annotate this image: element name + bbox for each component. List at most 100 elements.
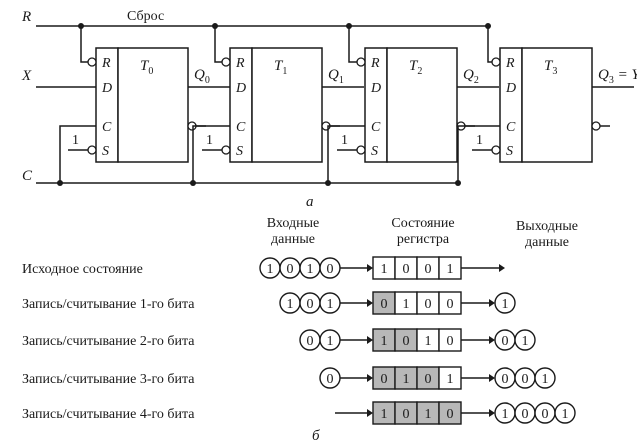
pin-label-s: S — [371, 144, 378, 159]
input-bit-value: 0 — [307, 334, 314, 349]
pin-label-r: R — [235, 56, 245, 71]
clock-tap-wire — [192, 125, 230, 183]
reset-inversion-bubble — [491, 57, 501, 67]
clock-junction-dot — [325, 180, 331, 186]
output-arrowhead — [489, 374, 495, 382]
q-output-label: Q0 — [194, 67, 210, 86]
q-output-label: Q2 — [463, 67, 479, 86]
pin-label-d: D — [101, 81, 112, 96]
register-bit-value: 0 — [403, 262, 410, 277]
pin-label-d: D — [370, 81, 381, 96]
q-output-index: 3 — [609, 75, 614, 86]
input-bit-value: 1 — [287, 297, 294, 312]
register-bit-value: 0 — [447, 334, 454, 349]
data-input-name: X — [21, 68, 32, 84]
output-bit-value: 1 — [502, 407, 509, 422]
pin-label-d: D — [235, 81, 246, 96]
header-register-line2: регистра — [397, 232, 450, 247]
reset-junction-dot — [212, 23, 218, 29]
q-output-label: Q3 = Y — [598, 67, 637, 86]
input-bit-value: 0 — [327, 262, 334, 277]
input-arrowhead — [367, 264, 373, 272]
reset-junction-dot — [78, 23, 84, 29]
row-label: Запись/считывание 3-го бита — [22, 372, 195, 387]
input-bit-value: 0 — [327, 372, 334, 387]
part-a-caption: а — [306, 194, 314, 210]
pin-label-r: R — [370, 56, 380, 71]
set-inversion-bubble — [87, 145, 97, 155]
output-bit-value: 1 — [502, 297, 509, 312]
row-label: Исходное состояние — [22, 262, 143, 277]
input-arrowhead — [367, 374, 373, 382]
circuit-diagram: R Сброс X C RDCST01Q0RDCST11Q1RDCST21Q2R… — [21, 9, 637, 210]
register-bit-value: 1 — [447, 262, 454, 277]
pin-label-c: C — [236, 120, 246, 135]
reset-tap-wire — [80, 26, 88, 63]
trigger-index: 3 — [552, 66, 557, 77]
output-bit-bubble — [534, 367, 556, 389]
pin-label-d: D — [505, 81, 516, 96]
reset-tap-wire — [214, 26, 222, 63]
row-label: Запись/считывание 4-го бита — [22, 407, 195, 422]
register-bit-value: 0 — [381, 372, 388, 387]
register-bit-value: 1 — [381, 334, 388, 349]
pin-label-c: C — [506, 120, 516, 135]
register-bit-value: 1 — [447, 372, 454, 387]
input-bit-value: 1 — [267, 262, 274, 277]
reset-label: Сброс — [127, 9, 164, 24]
set-inversion-bubble — [221, 145, 231, 155]
q-output-index: 0 — [205, 75, 210, 86]
set-inversion-bubble — [356, 145, 366, 155]
q-output-label: Q1 — [328, 67, 344, 86]
output-bit-bubble — [514, 329, 536, 351]
header-output-line1: Выходные — [516, 219, 578, 234]
reset-junction-dot — [485, 23, 491, 29]
q-output-index: 1 — [339, 75, 344, 86]
reset-tap-wire — [348, 26, 357, 63]
output-bit-value: 1 — [542, 372, 549, 387]
register-bit-value: 0 — [425, 372, 432, 387]
register-bit-value: 0 — [425, 262, 432, 277]
register-bit-value: 0 — [447, 407, 454, 422]
output-arrowhead — [489, 409, 495, 417]
reset-inversion-bubble — [221, 57, 231, 67]
register-bit-value: 1 — [403, 297, 410, 312]
set-constant-label: 1 — [341, 133, 348, 148]
clock-tap-wire — [59, 125, 96, 183]
input-arrowhead — [367, 409, 373, 417]
reset-inversion-bubble — [356, 57, 366, 67]
register-bit-value: 0 — [403, 334, 410, 349]
input-bit-value: 1 — [327, 334, 334, 349]
trigger-index: 1 — [282, 66, 287, 77]
row-label: Запись/считывание 2-го бита — [22, 334, 195, 349]
clock-junction-dot — [455, 180, 461, 186]
output-arrowhead — [489, 299, 495, 307]
pin-label-c: C — [371, 120, 381, 135]
clock-signal-name: C — [22, 168, 33, 184]
set-constant-label: 1 — [476, 133, 483, 148]
pin-label-r: R — [505, 56, 515, 71]
inverted-output-bubble — [591, 121, 601, 131]
input-arrowhead — [367, 299, 373, 307]
clock-junction-dot — [57, 180, 63, 186]
input-bit-value: 1 — [307, 262, 314, 277]
reset-inversion-bubble — [87, 57, 97, 67]
shift-table: Входные данные Состояние регистра Выходн… — [22, 216, 578, 444]
register-bit-value: 1 — [425, 407, 432, 422]
header-input-line1: Входные — [267, 216, 319, 231]
output-bit-value: 0 — [542, 407, 549, 422]
pin-label-s: S — [236, 144, 243, 159]
register-bit-value: 0 — [381, 297, 388, 312]
set-constant-label: 1 — [72, 133, 79, 148]
